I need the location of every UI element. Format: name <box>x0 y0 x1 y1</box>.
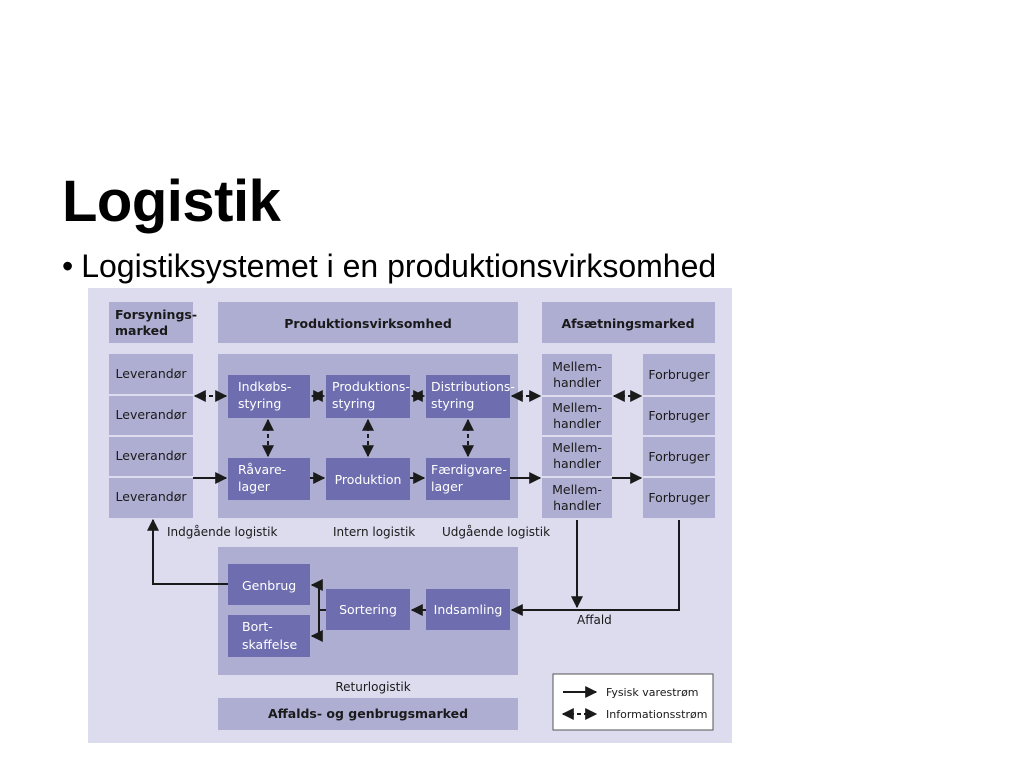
legend-info-label: Informationsstrøm <box>606 708 707 721</box>
disposal-line1: Bort- <box>242 619 273 634</box>
intermediary-3-line1: Mellem- <box>552 440 602 455</box>
intermediary-3-line2: handler <box>553 456 602 471</box>
consumer-label-4: Forbruger <box>648 490 710 505</box>
caption-inbound: Indgående logistik <box>167 525 277 539</box>
caption-outbound: Udgående logistik <box>442 525 550 539</box>
caption-return: Returlogistik <box>335 680 410 694</box>
consumer-label-2: Forbruger <box>648 408 710 423</box>
header-production-company <box>218 302 518 343</box>
intermediary-box-2 <box>542 397 612 435</box>
finished-goods-storage-box <box>426 458 510 500</box>
supplier-label-2: Leverandør <box>116 407 188 422</box>
supplier-label-4: Leverandør <box>116 489 188 504</box>
legend-physical-label: Fysisk varestrøm <box>606 686 699 699</box>
supplier-label-3: Leverandør <box>116 448 188 463</box>
supplier-label-1: Leverandør <box>116 366 188 381</box>
bullet-marker: • <box>62 248 74 284</box>
finished-storage-line1: Færdigvare- <box>431 462 507 477</box>
waste-label: Affald <box>577 613 612 627</box>
distribution-line1: Distributions- <box>431 379 515 394</box>
consumer-box-1 <box>643 354 715 395</box>
production-control-box <box>326 375 410 418</box>
production-control-line1: Produktions- <box>332 379 410 394</box>
bullet-text: •Logistiksystemet i en produktionsvirkso… <box>62 248 716 285</box>
raw-material-storage-box <box>228 458 310 500</box>
flow-arrow-recycling-supplier <box>147 518 228 585</box>
intermediary-4-line2: handler <box>553 498 602 513</box>
flow-arrow-sorting-recycling <box>310 579 326 611</box>
purchasing-line1: Indkøbs- <box>238 379 291 394</box>
production-box <box>326 458 410 500</box>
logistics-diagram: Forsynings- marked Produktionsvirksomhed… <box>88 288 732 743</box>
purchasing-line2: styring <box>238 396 281 411</box>
waste-recycling-market-box <box>218 698 518 730</box>
slide-title: Logistik <box>62 169 281 234</box>
consumer-box-4 <box>643 478 715 518</box>
recycling-box <box>228 564 310 605</box>
collection-box <box>426 589 510 630</box>
header-supply-market <box>109 302 193 343</box>
header-sales-label: Afsætningsmarked <box>561 316 694 331</box>
supplier-box-3 <box>109 437 193 476</box>
footer-market-label: Affalds- og genbrugsmarked <box>268 706 468 721</box>
production-control-line2: styring <box>332 396 375 411</box>
intermediary-2-line2: handler <box>553 416 602 431</box>
purchasing-control-box <box>228 375 310 418</box>
raw-storage-line2: lager <box>238 479 271 494</box>
flow-arrow-sorting-disposal <box>310 610 323 642</box>
intermediary-box-4 <box>542 478 612 518</box>
supplier-box-1 <box>109 354 193 394</box>
intermediary-1-line2: handler <box>553 375 602 390</box>
raw-storage-line1: Råvare- <box>238 462 286 477</box>
sorting-box <box>326 589 410 630</box>
header-supply-line1: Forsynings- <box>115 307 197 322</box>
consumer-label-1: Forbruger <box>648 367 710 382</box>
consumer-box-2 <box>643 397 715 435</box>
consumer-label-3: Forbruger <box>648 449 710 464</box>
recycling-label: Genbrug <box>242 578 296 593</box>
intermediary-2-line1: Mellem- <box>552 400 602 415</box>
consumer-box-3 <box>643 437 715 476</box>
header-sales-market <box>542 302 715 343</box>
intermediary-1-line1: Mellem- <box>552 359 602 374</box>
header-production-label: Produktionsvirksomhed <box>284 316 452 331</box>
distribution-control-box <box>426 375 510 418</box>
intermediary-box-3 <box>542 437 612 476</box>
disposal-box <box>228 615 310 657</box>
collection-label: Indsamling <box>434 602 503 617</box>
distribution-line2: styring <box>431 396 474 411</box>
intermediary-4-line1: Mellem- <box>552 482 602 497</box>
flow-arrow-consumer-collection <box>510 520 680 616</box>
finished-storage-line2: lager <box>431 479 464 494</box>
header-supply-line2: marked <box>115 323 168 338</box>
supplier-box-4 <box>109 478 193 518</box>
bullet-label: Logistiksystemet i en produktionsvirksom… <box>81 248 717 284</box>
sorting-label: Sortering <box>339 602 397 617</box>
legend-box <box>552 673 714 731</box>
supplier-box-2 <box>109 396 193 435</box>
intermediary-box-1 <box>542 354 612 395</box>
production-label: Produktion <box>335 472 402 487</box>
caption-internal: Intern logistik <box>333 525 415 539</box>
disposal-line2: skaffelse <box>242 637 297 652</box>
diagram-canvas: Forsynings- marked Produktionsvirksomhed… <box>109 302 715 731</box>
